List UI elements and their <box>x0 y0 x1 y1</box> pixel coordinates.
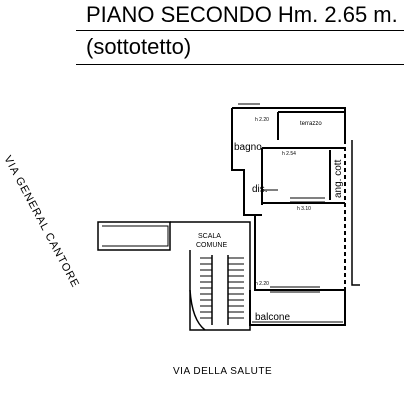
stair-treads <box>200 255 244 325</box>
height-mark-living: h 3.10 <box>297 206 311 212</box>
outer-wall-north <box>232 107 346 140</box>
wall-bagno-dis <box>261 147 278 205</box>
room-label-ang-cott: ang. cott <box>333 159 344 198</box>
window-living <box>270 286 320 293</box>
room-label-dis: dis. <box>252 184 268 195</box>
street-label-general-cantore: VIA GENERAL CANTORE <box>1 154 81 290</box>
room-label-scala: SCALA <box>198 233 221 240</box>
height-mark-cucina: h 2.54 <box>282 151 296 157</box>
height-mark-bagno: h 2.20 <box>255 117 269 123</box>
street-label-salute: VIA DELLA SALUTE <box>173 366 272 377</box>
west-balcony-inner <box>102 225 169 247</box>
room-label-balcone: balcone <box>255 312 290 323</box>
west-balcony <box>97 221 171 251</box>
room-label-terrazzo: terrazzo <box>300 121 322 127</box>
room-label-bagno: bagno <box>234 142 262 153</box>
subtitle-underline <box>76 64 404 65</box>
stairwell-outline <box>170 221 251 331</box>
window-bagno <box>238 103 260 109</box>
wall-terrace <box>277 111 345 140</box>
window-cucina <box>290 197 325 203</box>
plan-subtitle: (sottotetto) <box>86 34 192 59</box>
height-mark-balcone: h 2.20 <box>255 281 269 287</box>
room-label-comune: COMUNE <box>196 242 227 249</box>
title-underline <box>76 30 404 31</box>
wall-living-west <box>254 215 345 291</box>
outer-wall-west <box>231 108 262 216</box>
plan-title: PIANO SECONDO Hm. 2.65 m. <box>86 2 398 27</box>
east-shaft <box>351 140 360 286</box>
stairwell-round <box>189 289 206 331</box>
